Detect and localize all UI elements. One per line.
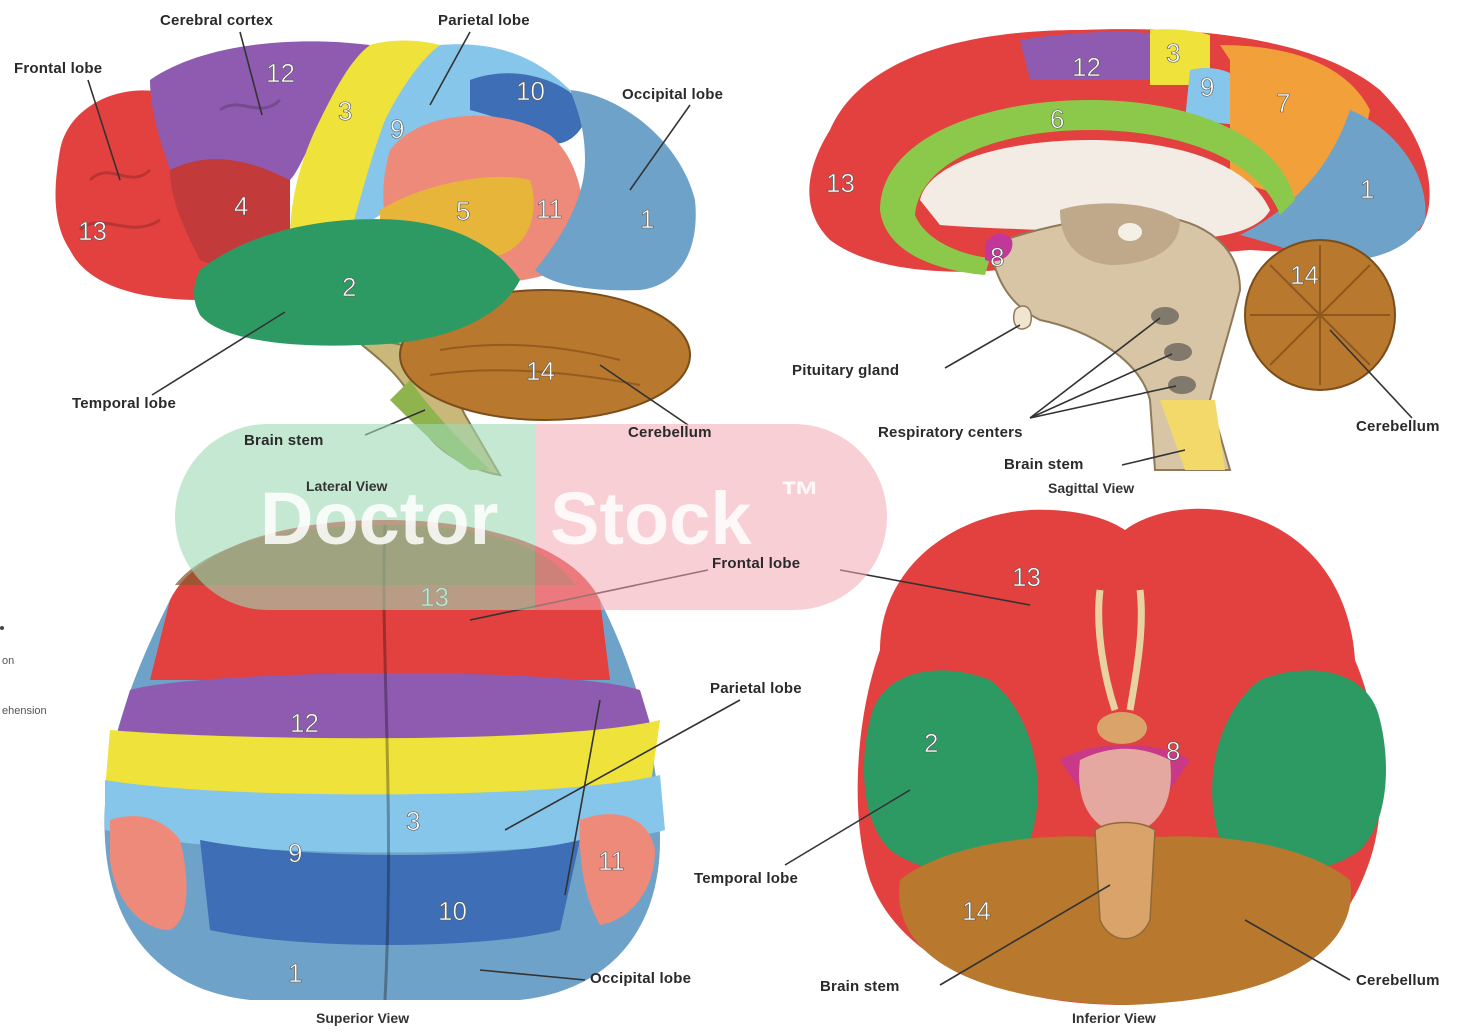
caption-sagittal-view: Sagittal View (1048, 480, 1134, 496)
lateral-num-5: 5 (456, 196, 470, 226)
edge-bullet-mark (0, 626, 4, 630)
sagittal-respiratory-center-2 (1164, 343, 1192, 361)
label-superior-occipital: Occipital lobe (590, 970, 691, 987)
sagittal-num-9: 9 (1200, 72, 1214, 102)
lateral-num-2: 2 (342, 272, 356, 302)
label-lateral-cerebellum: Cerebellum (628, 424, 712, 441)
edge-fragment-1: on (2, 655, 14, 667)
inferior-num-2: 2 (924, 728, 938, 758)
sagittal-num-13: 13 (826, 168, 855, 198)
superior-num-11: 11 (598, 846, 625, 876)
label-lateral-brain-stem: Brain stem (244, 432, 324, 449)
watermark: Doctor Stock ™ (175, 424, 887, 610)
label-sagittal-respiratory: Respiratory centers (878, 424, 1023, 441)
sagittal-num-8: 8 (990, 242, 1004, 272)
superior-num-3: 3 (406, 806, 420, 836)
watermark-trademark: ™ (780, 474, 820, 519)
sagittal-respiratory-center-3 (1168, 376, 1196, 394)
label-superior-frontal: Frontal lobe (712, 555, 800, 572)
sagittal-view (809, 29, 1429, 470)
caption-superior-view: Superior View (316, 1010, 409, 1026)
sagittal-thalamus-mass (1118, 223, 1142, 241)
edge-fragment-2: ehension (2, 705, 47, 717)
lateral-num-9: 9 (390, 114, 404, 144)
label-sagittal-pituitary: Pituitary gland (792, 362, 899, 379)
lateral-num-3: 3 (338, 96, 352, 126)
lateral-num-10: 10 (516, 76, 545, 106)
label-lateral-frontal: Frontal lobe (14, 60, 102, 77)
sagittal-num-3: 3 (1166, 38, 1180, 68)
sagittal-num-14: 14 (1290, 260, 1319, 290)
lateral-num-4: 4 (234, 191, 248, 221)
superior-num-1: 1 (288, 958, 302, 988)
lateral-num-14: 14 (526, 356, 555, 386)
label-superior-parietal: Parietal lobe (710, 680, 802, 697)
sagittal-num-7: 7 (1276, 88, 1290, 118)
watermark-right-text: Stock (550, 476, 752, 561)
lateral-num-1: 1 (640, 204, 654, 234)
label-sagittal-cerebellum: Cerebellum (1356, 418, 1440, 435)
inferior-brain-stem (1095, 823, 1155, 939)
label-lateral-parietal: Parietal lobe (438, 12, 530, 29)
caption-inferior-view: Inferior View (1072, 1010, 1156, 1026)
sagittal-num-12: 12 (1072, 52, 1101, 82)
label-inferior-brain-stem: Brain stem (820, 978, 900, 995)
lateral-num-12: 12 (266, 58, 295, 88)
inferior-num-13: 13 (1012, 562, 1041, 592)
label-inferior-temporal: Temporal lobe (694, 870, 798, 887)
label-sagittal-brain-stem: Brain stem (1004, 456, 1084, 473)
inferior-num-8: 8 (1166, 736, 1180, 766)
inferior-num-14: 14 (962, 896, 991, 926)
sagittal-num-1: 1 (1360, 174, 1374, 204)
label-lateral-cerebral-cortex: Cerebral cortex (160, 12, 273, 29)
lateral-num-13: 13 (78, 216, 107, 246)
sagittal-num-6: 6 (1050, 104, 1064, 134)
sagittal-pituitary (1014, 306, 1032, 329)
label-inferior-cerebellum: Cerebellum (1356, 972, 1440, 989)
lateral-num-11: 11 (536, 194, 563, 224)
sagittal-arbor-vitae (1250, 245, 1390, 385)
superior-num-9: 9 (288, 838, 302, 868)
superior-num-10: 10 (438, 896, 467, 926)
label-lateral-temporal: Temporal lobe (72, 395, 176, 412)
superior-num-12: 12 (290, 708, 319, 738)
caption-lateral-view: Lateral View (306, 478, 387, 494)
inferior-optic-chiasm (1097, 712, 1147, 744)
label-lateral-occipital: Occipital lobe (622, 86, 723, 103)
